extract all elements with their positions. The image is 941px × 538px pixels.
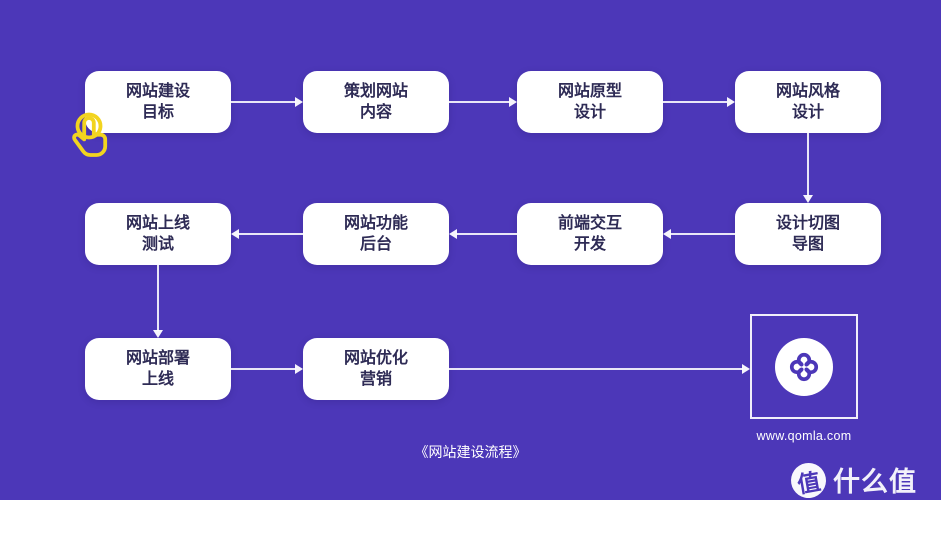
flow-node-marketing: 网站优化 营销 [303, 338, 449, 400]
arrowhead-right-icon [295, 364, 303, 374]
flow-node-backend: 网站功能 后台 [303, 203, 449, 265]
flow-node-frontend: 前端交互 开发 [517, 203, 663, 265]
brand-logo-box [750, 314, 858, 419]
arrowhead-right-icon [295, 97, 303, 107]
qomla-clover-logo-icon [790, 352, 818, 381]
arrowhead-left-icon [663, 229, 671, 239]
connector-prototype-style [663, 101, 727, 103]
diagram-caption: 《网站建设流程》 [414, 444, 527, 460]
flow-node-slicing: 设计切图 导图 [735, 203, 881, 265]
connector-slicing-frontend [670, 233, 735, 235]
arrowhead-down-icon [803, 195, 813, 203]
flow-node-goal: 网站建设 目标 [85, 71, 231, 133]
arrowhead-left-icon [449, 229, 457, 239]
connector-goal-plan [231, 101, 296, 103]
flow-node-prototype: 网站原型 设计 [517, 71, 663, 133]
arrowhead-right-icon [742, 364, 750, 374]
arrowhead-right-icon [509, 97, 517, 107]
connector-test-deploy [157, 265, 159, 331]
smzdm-watermark-text: 什么值得买 [833, 467, 917, 536]
tap-cursor-icon [72, 112, 108, 157]
arrowhead-left-icon [231, 229, 239, 239]
logo-website-url: www.qomla.com [756, 429, 852, 443]
brand-logo-circle [775, 337, 833, 396]
arrowhead-right-icon [727, 97, 735, 107]
flow-node-plan: 策划网站 内容 [303, 71, 449, 133]
flow-node-deploy: 网站部署 上线 [85, 338, 231, 400]
flowchart-canvas: 网站建设 目标 策划网站 内容 网站原型 设计 网站风格 设计 网站上线 测试 … [0, 0, 941, 500]
flow-node-style: 网站风格 设计 [735, 71, 881, 133]
connector-frontend-backend [456, 233, 517, 235]
connector-style-slicing [807, 133, 809, 196]
connector-deploy-marketing [231, 368, 296, 370]
flow-node-test: 网站上线 测试 [85, 203, 231, 265]
arrowhead-down-icon [153, 330, 163, 338]
smzdm-badge-icon: 值 [788, 460, 829, 501]
connector-marketing-logo [449, 368, 743, 370]
connector-backend-test [238, 233, 303, 235]
connector-plan-prototype [449, 101, 510, 103]
